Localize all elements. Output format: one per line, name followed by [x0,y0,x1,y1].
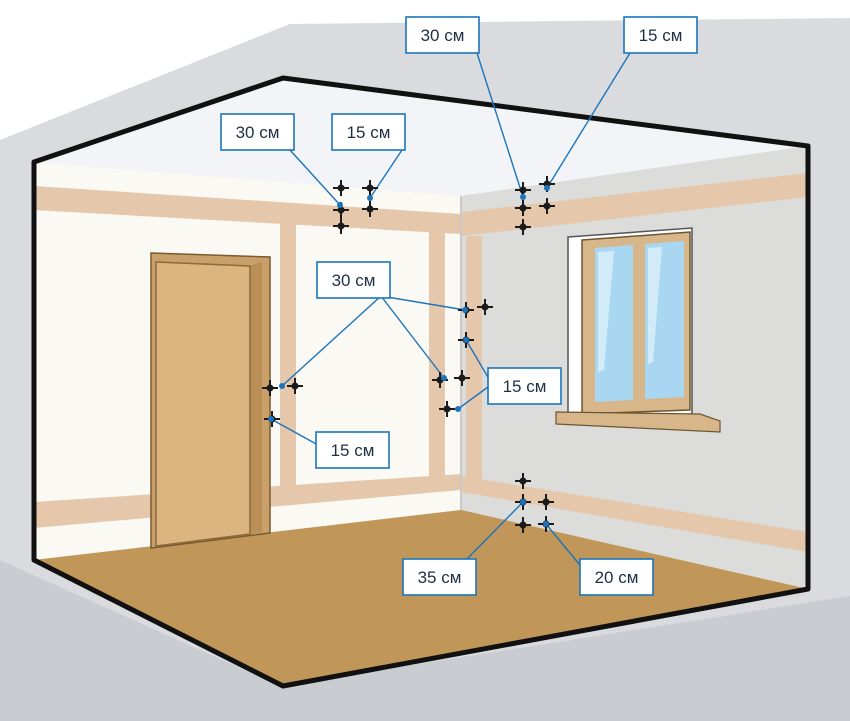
junction-box-icon [454,370,470,386]
right-wall-trenches [461,173,808,552]
label-ceiling-right-30: 30 см [405,16,480,54]
label-text: 15 см [331,441,375,460]
door-leaf [156,262,250,546]
label-text: 30 см [236,123,280,142]
outer-wall-shadow [0,560,850,721]
label-text: 15 см [639,26,683,45]
label-text: 15 см [503,377,547,396]
label-boxes: 30 см 15 см 30 см 15 см 30 см 15 см 15 с… [220,16,698,596]
label-ceiling-right-15: 15 см [623,16,698,54]
floor [34,510,808,686]
junction-box-icon [362,180,378,196]
junction-box-icon [515,517,531,533]
junction-box-icon [362,201,378,217]
room-outline [31,75,811,689]
label-wall-mid-15: 15 см [487,367,562,405]
label-door-15: 15 см [315,431,390,469]
junction-box-icon [538,494,554,510]
junction-box-icon [333,180,349,196]
junction-box-icon [333,218,349,234]
floor-shade [34,510,808,686]
label-floor-20: 20 см [579,558,654,596]
connection-dots [268,185,550,527]
door-icon [150,252,271,549]
junction-box-icon [439,401,455,417]
junction-box-icon [515,473,531,489]
junction-box-icon [477,299,493,315]
junction-box-icon [515,219,531,235]
window-sill [556,412,720,432]
window-icon [555,227,721,433]
junction-box-icon [287,378,303,394]
label-floor-35: 35 см [402,558,477,596]
ceiling [34,78,808,196]
label-wall-mid-30: 30 см [316,261,391,299]
label-text: 35 см [418,568,462,587]
junction-box-icon [515,200,531,216]
leader-lines [270,52,631,571]
label-text: 30 см [421,26,465,45]
label-ceiling-left-15: 15 см [331,113,406,151]
label-text: 30 см [332,271,376,290]
junction-box-icon [262,380,278,396]
label-text: 20 см [595,568,639,587]
label-ceiling-left-30: 30 см [220,113,295,151]
junction-box-icon [539,198,555,214]
label-text: 15 см [347,123,391,142]
